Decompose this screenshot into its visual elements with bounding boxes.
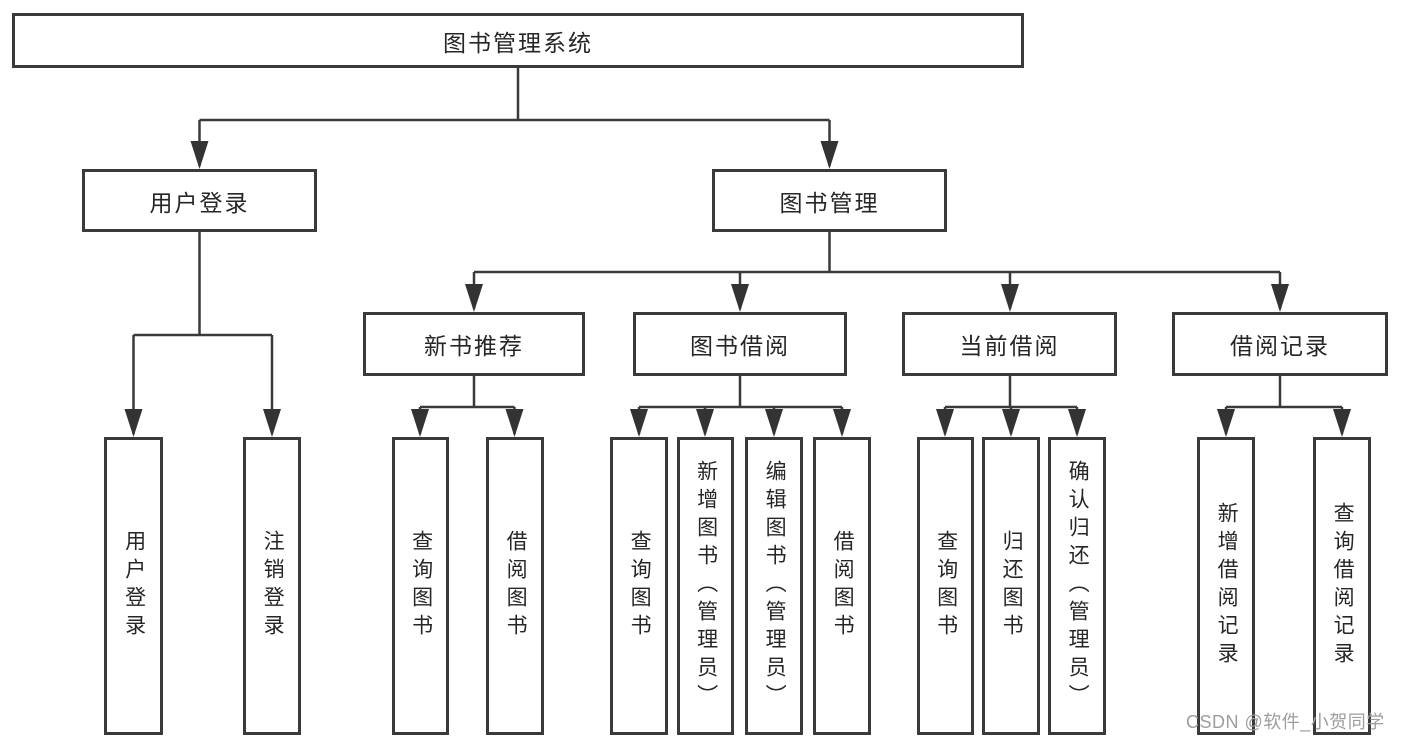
leaf-borrow-books: 借阅图书 xyxy=(813,437,871,735)
leaf-add-books-admin: 新增图书（管理员） xyxy=(677,437,734,735)
leaf-label: 查询借阅记录 xyxy=(1331,502,1355,670)
leaf-search-books-current: 查询图书 xyxy=(917,437,974,735)
leaf-borrow-books-recommend: 借阅图书 xyxy=(486,437,544,735)
leaf-confirm-return-admin: 确认归还（管理员） xyxy=(1048,437,1106,735)
arrow-down-icon xyxy=(731,284,749,312)
node-current-borrowing: 当前借阅 xyxy=(902,312,1117,376)
leaf-label: 编辑图书（管理员） xyxy=(763,460,787,712)
leaf-search-books-borrowing: 查询图书 xyxy=(610,437,668,735)
leaf-label: 新增借阅记录 xyxy=(1215,502,1239,670)
node-label: 当前借阅 xyxy=(959,333,1060,359)
arrow-down-icon xyxy=(505,409,524,437)
connector-bookmgmt-to-level3 xyxy=(472,232,1282,309)
arrow-down-icon xyxy=(124,409,143,437)
arrow-down-icon xyxy=(411,409,429,437)
node-label: 新书推荐 xyxy=(424,333,524,359)
leaf-label: 注销登录 xyxy=(261,530,285,642)
arrow-down-icon xyxy=(936,409,954,437)
leaf-logout: 注销登录 xyxy=(243,437,301,735)
node-borrowing-records: 借阅记录 xyxy=(1172,312,1388,376)
node-root-system: 图书管理系统 xyxy=(12,13,1024,68)
arrow-down-icon xyxy=(1001,284,1019,312)
leaf-label: 借阅图书 xyxy=(504,530,528,642)
connector-userlogin-to-leaves xyxy=(132,232,274,434)
node-book-borrowing: 图书借阅 xyxy=(633,312,847,376)
leaf-label: 查询图书 xyxy=(628,530,652,642)
leaf-label: 归还图书 xyxy=(1000,530,1024,642)
connector-newbook-to-leaves xyxy=(418,376,516,434)
arrow-down-icon xyxy=(190,141,209,169)
node-user-login-module: 用户登录 xyxy=(82,169,317,232)
arrow-down-icon xyxy=(696,409,714,437)
connector-records-to-leaves xyxy=(1224,376,1344,434)
arrow-down-icon xyxy=(1333,409,1351,437)
node-label: 图书借阅 xyxy=(690,333,790,359)
leaf-label: 用户登录 xyxy=(122,530,146,642)
leaf-label: 借阅图书 xyxy=(831,530,855,642)
arrow-down-icon xyxy=(833,409,851,437)
leaf-search-books-recommend: 查询图书 xyxy=(392,437,449,735)
arrow-down-icon xyxy=(1217,409,1235,437)
arrow-down-icon xyxy=(765,409,783,437)
csdn-watermark: CSDN @软件_小贺同学 xyxy=(1186,712,1385,732)
leaf-return-books: 归还图书 xyxy=(982,437,1040,735)
connector-borrowing-to-leaves xyxy=(637,376,844,434)
leaf-label: 新增图书（管理员） xyxy=(694,460,718,712)
arrow-down-icon xyxy=(820,141,839,169)
connector-root-to-level2 xyxy=(198,68,831,166)
arrow-down-icon xyxy=(1068,409,1086,437)
node-book-management-module: 图书管理 xyxy=(712,169,947,232)
node-new-book-recommendation: 新书推荐 xyxy=(363,312,585,376)
node-label: 图书管理 xyxy=(779,189,880,216)
leaf-label: 查询图书 xyxy=(409,530,433,642)
arrow-down-icon xyxy=(465,284,483,312)
leaf-search-borrow-record: 查询借阅记录 xyxy=(1313,437,1371,735)
arrow-down-icon xyxy=(630,409,648,437)
leaf-edit-books-admin: 编辑图书（管理员） xyxy=(745,437,803,735)
leaf-user-login: 用户登录 xyxy=(104,437,163,735)
node-label: 借阅记录 xyxy=(1230,333,1330,359)
leaf-add-borrow-record: 新增借阅记录 xyxy=(1197,437,1255,735)
arrow-down-icon xyxy=(263,409,281,437)
leaf-label: 查询图书 xyxy=(934,530,958,642)
arrow-down-icon xyxy=(1002,409,1020,437)
node-label: 用户登录 xyxy=(149,189,250,216)
leaf-label: 确认归还（管理员） xyxy=(1066,460,1090,712)
arrow-down-icon xyxy=(1271,284,1289,312)
node-label: 图书管理系统 xyxy=(443,29,593,56)
